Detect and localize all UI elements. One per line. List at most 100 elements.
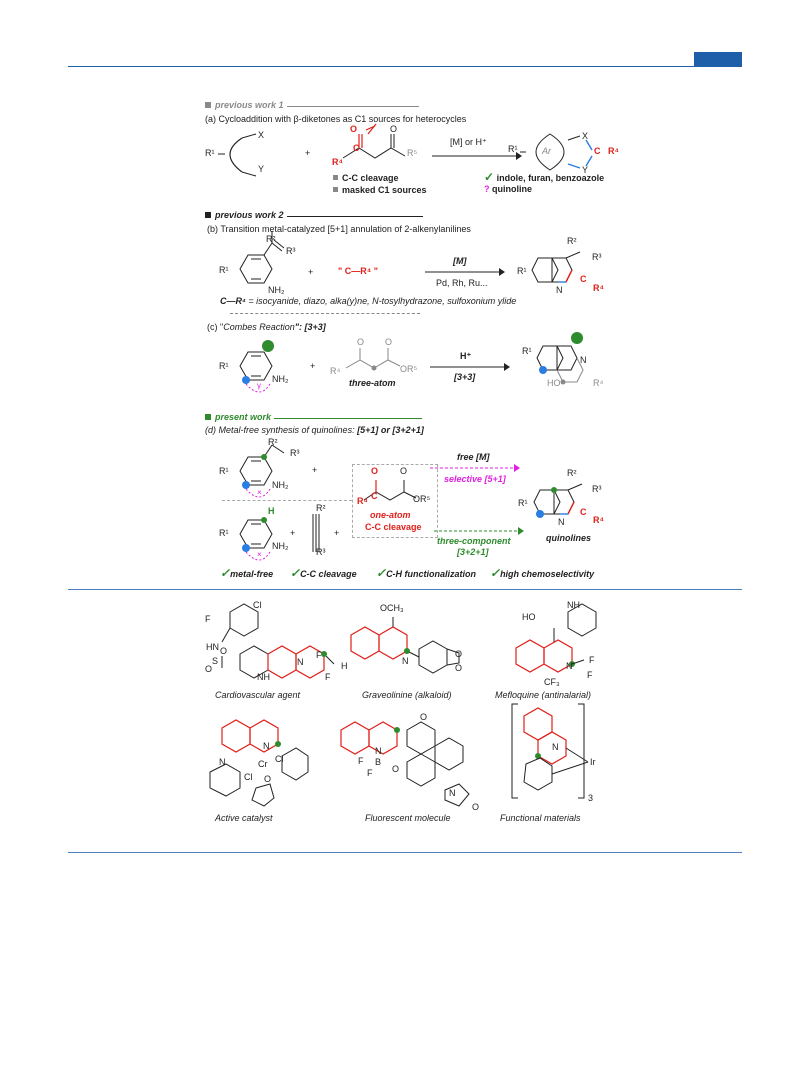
check-icon: ✓ (484, 170, 495, 184)
r1-label: R¹ (205, 148, 215, 158)
n-label-2: N (263, 741, 270, 751)
three-component-arrow (434, 527, 524, 535)
graveolinine-caption: Graveolinine (alkaloid) (362, 690, 452, 700)
nh2-label: NH₂ (268, 285, 285, 295)
scheme-divider (68, 589, 742, 590)
n-label: N (580, 355, 587, 365)
c-label: C (353, 143, 360, 153)
c-label: C (580, 274, 587, 284)
r3-label: R³ (592, 484, 602, 494)
prev-work-1-label: previous work 1 (205, 100, 419, 110)
check-icon: ✓ (490, 566, 501, 580)
prev1-arrow (432, 152, 522, 160)
o-label-2: O (455, 663, 463, 673)
r2-label: R² (268, 437, 278, 447)
o-label-3: O (472, 802, 480, 812)
cardio-caption: Cardiovascular agent (215, 690, 301, 700)
f-label-2: F (367, 768, 373, 778)
o-label: O (455, 649, 463, 659)
prev1-heterocycle-precursor (218, 133, 257, 177)
r1-label: R¹ (219, 528, 229, 538)
alkenylaniline-b (239, 231, 285, 284)
och3-label: OCH₃ (380, 603, 404, 613)
r1-label: R¹ (219, 361, 229, 371)
ho-label: HO (547, 378, 561, 388)
cr-label: Cr (258, 759, 268, 769)
r2-label: R² (266, 234, 276, 244)
catalyst-structure (209, 719, 309, 807)
r3-label: R³ (316, 547, 326, 557)
prev1-product (520, 133, 593, 171)
nh2-label: NH₂ (272, 374, 289, 384)
nh2-label: NH₂ (272, 541, 289, 551)
check-icon: ✓ (220, 566, 231, 580)
h-label: H (268, 506, 275, 516)
f-label: F (358, 756, 364, 766)
check-icon: ✓ (376, 566, 387, 580)
plus-sign: + (290, 528, 296, 538)
r4-label: R⁴ (332, 157, 343, 167)
c-label: C (580, 507, 587, 517)
r3-label: R³ (286, 246, 296, 256)
three-atom-reagent (345, 348, 401, 371)
prev1-diketone (342, 123, 406, 159)
ir-label: Ir (590, 757, 596, 767)
o-label: O (357, 337, 365, 347)
functional-caption: Functional materials (500, 813, 581, 823)
c-label: C (371, 491, 378, 501)
o-label: O (350, 124, 358, 134)
nh-label: NH (257, 672, 270, 682)
x-label: X (258, 130, 265, 140)
quinoline-product-c (536, 332, 584, 385)
r1-label: R¹ (219, 265, 229, 275)
quinoline-product-d (533, 483, 583, 518)
ho-label: HO (522, 612, 536, 622)
y-label: Y (582, 165, 589, 175)
cl-label-2: Cl (244, 772, 253, 782)
c-label: C (594, 146, 601, 156)
prev-work-2-label: previous work 2 (205, 210, 423, 220)
r4-label: R⁴ (608, 146, 619, 156)
prev2-reagent: " C—R⁴ " (338, 266, 378, 276)
arrow2-bottom: [3+2+1] (457, 547, 489, 557)
prev-work-2-desc: (b) Transition metal-catalyzed [5+1] ann… (207, 224, 471, 234)
selective-51-arrow (430, 464, 520, 472)
three-atom-label: three-atom (349, 378, 396, 388)
plus-sign: + (310, 361, 316, 371)
y-label: Y (258, 164, 265, 174)
r3-label: R³ (290, 448, 300, 458)
cl-label: Cl (253, 600, 262, 610)
n-label: N (375, 746, 382, 756)
note-text: = isocyanide, diazo, alka(y)ne, N-tosylh… (245, 296, 517, 306)
prev-work-1-desc: (a) Cycloaddition with β-diketones as C1… (205, 114, 467, 124)
question-icon: ? (484, 184, 490, 194)
r3-label: R³ (592, 252, 602, 262)
mefloquine-caption: Mefloquine (antinalarial) (495, 690, 592, 700)
functional-structure (511, 703, 589, 799)
fluorescent-structure (340, 721, 470, 807)
fluorescent-caption: Fluorescent molecule (365, 813, 451, 823)
dashed-divider (222, 500, 352, 501)
o-label-2: O (392, 764, 400, 774)
alkenylaniline-d (239, 444, 285, 498)
o-label: O (420, 712, 428, 722)
f-label: F (205, 614, 211, 624)
quinoline-product-b (531, 251, 581, 283)
o-label: O (205, 664, 213, 674)
o-label-2: O (390, 124, 398, 134)
combes-desc: (c) "Combes Reaction": [3+3] (207, 322, 326, 332)
aniline-c (239, 340, 274, 393)
o-label-2: O (385, 337, 393, 347)
n-label: N (558, 517, 565, 527)
x-label: X (582, 131, 589, 141)
n-label: N (219, 757, 226, 767)
nh-label: NH (567, 600, 580, 610)
arrow1-top: free [M] (457, 452, 490, 462)
header-tab (694, 52, 742, 66)
r4-label: R⁴ (330, 366, 341, 376)
prev1-product-q: quinoline (492, 184, 533, 194)
combes-cond-bottom: [3+3] (454, 372, 476, 382)
n-label-2: N (449, 788, 456, 798)
f-label-3: F (316, 650, 322, 660)
or5-label: OR⁵ (400, 364, 418, 374)
